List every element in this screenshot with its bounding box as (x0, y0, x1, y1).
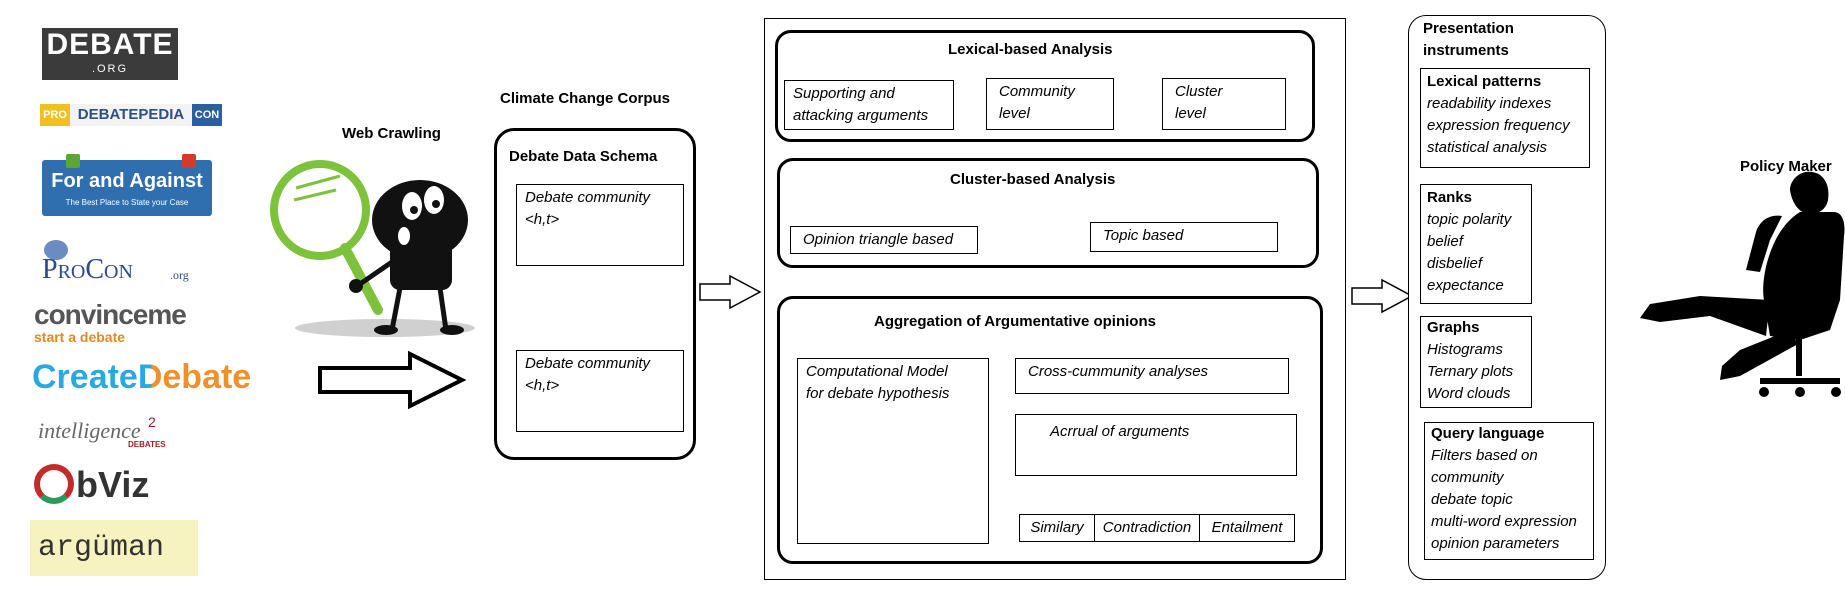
supporting-line: Supporting and (793, 85, 895, 102)
crawl-arrow (318, 350, 467, 410)
corpus-to-analysis-arrow (699, 274, 762, 310)
opinion-triangle-box: Opinion triangle based (790, 226, 978, 254)
attacking-line: attacking arguments (793, 107, 929, 124)
procon-globe-icon (44, 240, 68, 260)
presentation-title-1: Presentation (1423, 20, 1514, 37)
query-item-0: Filters based on (1431, 447, 1538, 464)
cross-community-box: Cross-cummunity analyses (1015, 358, 1289, 394)
thumbs-up-icon (66, 154, 80, 168)
lexical-patterns-title: Lexical patterns (1427, 73, 1542, 90)
computational-model-box: Computational Model for debate hypothesi… (797, 358, 989, 544)
ranks-box: Ranks topic polarity belief disbelief ex… (1420, 184, 1532, 304)
analysis-to-presentation-arrow (1351, 278, 1414, 314)
arguman-logo: argüman (30, 520, 198, 576)
ranks-item-0: topic polarity (1427, 211, 1512, 228)
intelligence-squared-logo: intelligence 2 DEBATES (38, 414, 208, 458)
presentation-title-2: instruments (1423, 42, 1509, 59)
cluster-analysis-title: Cluster-based Analysis (950, 171, 1116, 188)
question-mark-icon (182, 154, 196, 168)
debate-org-logo-main: DEBATE (46, 28, 174, 61)
relation-entailment: Entailment (1211, 519, 1283, 536)
cross-community-label: Cross-cummunity analyses (1028, 363, 1209, 380)
ranks-title: Ranks (1427, 189, 1473, 206)
lexical-item-1: expression frequency (1427, 117, 1570, 134)
debate-community-box-2: Debate community <h,t> (516, 350, 684, 432)
lexical-item-2: statistical analysis (1427, 139, 1548, 156)
query-item-2: debate topic (1431, 491, 1513, 508)
topic-based-box: Topic based (1090, 222, 1278, 252)
relations-row: Similary Contradiction Entailment (1019, 514, 1295, 542)
query-item-1: community (1431, 469, 1504, 486)
for-and-against-main: For and Against (51, 170, 203, 192)
debate-community-1-label: Debate community (525, 189, 651, 206)
obviz-logo: bViz (34, 462, 174, 508)
web-crawler-illustration (270, 160, 475, 337)
community-level-box: Community level (986, 78, 1114, 130)
intelligence-main: intelligence (38, 418, 141, 443)
debate-hypothesis-line: for debate hypothesis (806, 385, 950, 402)
obviz-ring-icon (34, 464, 74, 504)
schema-title: Debate Data Schema (509, 148, 658, 165)
corpus-title: Climate Change Corpus (500, 90, 671, 107)
query-item-4: opinion parameters (1431, 535, 1560, 552)
debatepedia-pro-tag: PRO (40, 104, 70, 126)
cluster-level-box: Cluster level (1162, 78, 1286, 130)
intelligence-sup: 2 (148, 414, 156, 430)
debate-community-box-1: Debate community <h,t> (516, 184, 684, 266)
policy-maker-silhouette (1640, 171, 1845, 397)
relation-contradiction: Contradiction (1095, 515, 1200, 541)
debatepedia-con-tag: CON (192, 104, 222, 126)
community-line: Community (999, 83, 1075, 100)
lexical-item-0: readability indexes (1427, 95, 1552, 112)
debate-community-1-tuple: <h,t> (525, 211, 560, 228)
debate-org-logo: DEBATE .ORG (42, 28, 178, 80)
for-and-against-logo: For and Against The Best Place to State … (42, 154, 212, 216)
accrual-box: Acrrual of arguments (1015, 414, 1297, 476)
intelligence-sub: DEBATES (128, 440, 166, 449)
opinion-triangle-label: Opinion triangle based (803, 231, 954, 248)
query-language-box: Query language Filters based on communit… (1424, 422, 1594, 560)
relation-similary: Similary (1020, 515, 1095, 541)
aggregation-title: Aggregation of Argumentative opinions (874, 313, 1156, 330)
graphs-box: Graphs Histograms Ternary plots Word clo… (1420, 316, 1532, 408)
ranks-item-2: disbelief (1427, 255, 1483, 272)
for-and-against-sub: The Best Place to State your Case (65, 198, 189, 207)
debate-community-2-label: Debate community (525, 355, 651, 372)
convinceme-main: convinceme (34, 299, 187, 330)
debatepedia-main: DEBATEPEDIA (70, 104, 192, 126)
cluster-level-line: level (1175, 105, 1206, 122)
topic-based-label: Topic based (1103, 227, 1184, 244)
community-level-line: level (999, 105, 1030, 122)
computational-model-line: Computational Model (806, 363, 948, 380)
supporting-attacking-box: Supporting and attacking arguments (784, 80, 954, 130)
graphs-item-0: Histograms (1427, 341, 1503, 358)
createdebate-logo: CreateDebate (32, 356, 292, 398)
arguman-main: argüman (38, 531, 165, 565)
debate-org-logo-sub: .ORG (91, 63, 129, 75)
convinceme-logo: convinceme start a debate (34, 300, 234, 346)
graphs-item-1: Ternary plots (1427, 363, 1514, 380)
procon-sub: .org (170, 268, 189, 282)
graphs-title: Graphs (1427, 319, 1480, 336)
lexical-patterns-box: Lexical patterns readability indexes exp… (1420, 68, 1590, 168)
lexical-analysis-title: Lexical-based Analysis (948, 41, 1113, 58)
createdebate-main: CreateDebate (32, 356, 292, 398)
accrual-label: Acrrual of arguments (1050, 423, 1190, 440)
policy-maker-label: Policy Maker (1740, 158, 1832, 175)
ranks-item-1: belief (1427, 233, 1463, 250)
debate-community-2-tuple: <h,t> (525, 377, 560, 394)
ranks-item-3: expectance (1427, 277, 1504, 294)
procon-main: ProCon (42, 254, 133, 285)
obviz-main: bViz (76, 464, 150, 505)
query-item-3: multi-word expression (1431, 513, 1577, 530)
query-language-title: Query language (1431, 425, 1545, 442)
convinceme-sub: start a debate (34, 329, 126, 345)
cluster-line: Cluster (1175, 83, 1223, 100)
graphs-item-2: Word clouds (1427, 385, 1511, 402)
procon-logo: ProCon .org (38, 240, 208, 285)
debatepedia-logo: PRO DEBATEPEDIA CON (40, 98, 222, 134)
web-crawling-label: Web Crawling (342, 125, 441, 142)
